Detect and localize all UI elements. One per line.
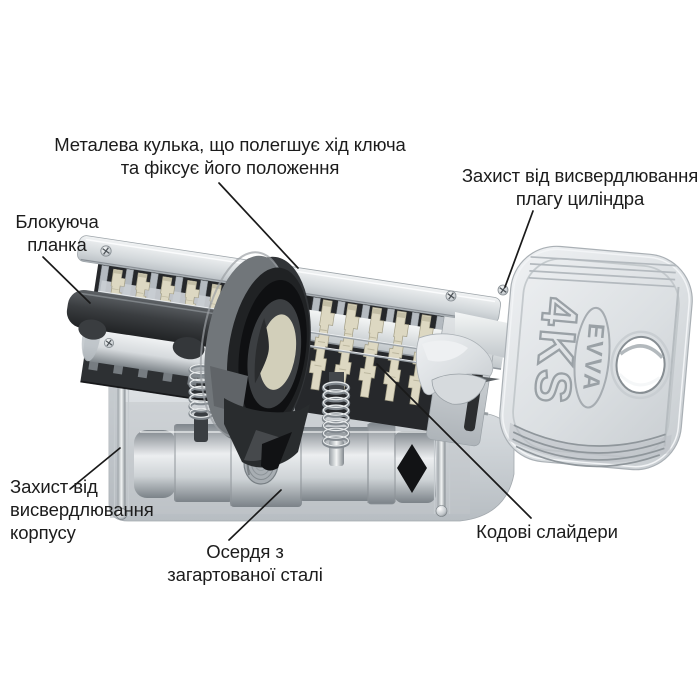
callout-body-drill-line-2: висвердлювання bbox=[10, 499, 154, 520]
callout-plug-drill-protection: Захист від висвердлювання плагу циліндра bbox=[462, 164, 698, 210]
cam-diamond-hole bbox=[397, 444, 427, 493]
spring-right bbox=[321, 372, 351, 466]
callout-hardened-core: Осердя з загартованої сталі bbox=[167, 540, 323, 586]
callout-metal-ball: Металева кулька, що полегшує хід ключа т… bbox=[54, 133, 406, 179]
callout-body-drill-line-1: Захист від bbox=[10, 476, 98, 497]
callout-metal-ball-line-2: та фіксує його положення bbox=[120, 157, 340, 178]
callout-blocking-bar-line-1: Блокуюча bbox=[15, 211, 99, 232]
key-head: 4KS EVVA bbox=[499, 245, 693, 471]
key-shoulder bbox=[415, 333, 500, 405]
key: 4KS EVVA bbox=[415, 245, 693, 471]
callout-lines bbox=[42, 182, 534, 541]
key-brand-badge-outline bbox=[573, 306, 611, 409]
callout-body-drill-line-3: корпусу bbox=[10, 522, 76, 543]
screw bbox=[497, 284, 509, 296]
callout-sliders-line-1: Кодові слайдери bbox=[476, 521, 618, 542]
callout-blocking-bar-line-2: планка bbox=[27, 234, 87, 255]
callout-line-core bbox=[228, 489, 282, 541]
callout-code-sliders: Кодові слайдери bbox=[476, 520, 618, 543]
callout-metal-ball-line-1: Металева кулька, що полегшує хід ключа bbox=[54, 134, 406, 155]
callout-line-plug-drill bbox=[504, 210, 534, 288]
callout-core-line-2: загартованої сталі bbox=[167, 564, 323, 585]
key-brand-engraving: EVVA bbox=[578, 322, 610, 393]
screw bbox=[100, 245, 112, 257]
callout-body-drill-protection: Захист від висвердлювання корпусу bbox=[10, 475, 154, 544]
key-head-grooves-bottom bbox=[512, 424, 666, 468]
screw bbox=[445, 290, 457, 302]
key-hole bbox=[610, 330, 671, 400]
callout-line-blocking-bar bbox=[42, 256, 91, 304]
cam-lobe bbox=[210, 366, 310, 471]
callout-blocking-bar: Блокуюча планка bbox=[15, 210, 98, 256]
key-model-engraving: 4KS bbox=[523, 296, 588, 410]
callout-plug-drill-line-1: Захист від висвердлювання bbox=[461, 165, 699, 186]
callout-line-metal-ball bbox=[218, 182, 299, 269]
callout-line-body-drill bbox=[69, 447, 121, 490]
cam-inner-core bbox=[258, 314, 297, 390]
callout-core-line-1: Осердя з bbox=[206, 541, 284, 562]
callout-plug-drill-line-2: плагу циліндра bbox=[515, 188, 645, 209]
callout-line-sliders bbox=[376, 363, 532, 519]
key-head-grooves-top bbox=[528, 256, 677, 288]
screw bbox=[104, 338, 114, 348]
